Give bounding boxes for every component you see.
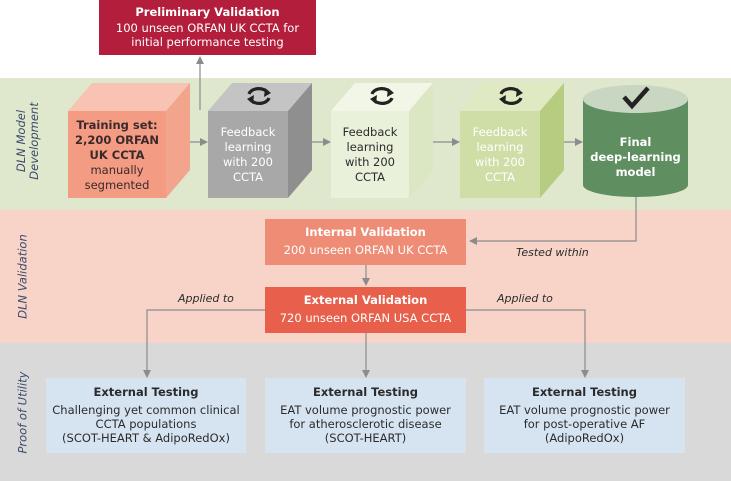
testing-line: EAT volume prognostic power <box>499 403 670 417</box>
tested-within-label: Tested within <box>516 246 589 259</box>
cycle-icon <box>370 87 394 105</box>
testing-line: for post-operative AF <box>523 417 646 431</box>
internal-subtitle: 200 unseen ORFAN UK CCTA <box>283 243 448 257</box>
preliminary-line2: initial performance testing <box>131 35 284 49</box>
preliminary-line1: 100 unseen ORFAN UK CCTA for <box>115 21 300 35</box>
training-cube-text: Training set: 2,200 ORFAN UK CCTA manual… <box>74 118 160 192</box>
external-validation-box: External Validation 720 unseen ORFAN USA… <box>265 287 466 333</box>
cycle-icon <box>499 87 523 105</box>
testing-line: (AdipoRedOx) <box>544 431 625 445</box>
external-testing-box-2: External Testing EAT volume prognostic p… <box>265 378 466 453</box>
feedback-cube-1-text: Feedback learning with 200 CCTA <box>220 125 276 184</box>
external-title: External Validation <box>303 293 428 307</box>
feedback-cube-2-text: Feedback learning with 200 CCTA <box>342 125 398 184</box>
feedback-cube-1 <box>208 83 312 198</box>
testing-title: External Testing <box>532 385 637 399</box>
preliminary-validation-box: Preliminary Validation 100 unseen ORFAN … <box>99 0 316 55</box>
feedback-cube-3 <box>460 83 564 198</box>
check-icon <box>622 86 650 110</box>
feedback-cube-3-text: Feedback learning with 200 CCTA <box>472 125 528 184</box>
testing-line: Challenging yet common clinical <box>52 403 240 417</box>
testing-line: (SCOT-HEART) <box>324 431 407 445</box>
internal-title: Internal Validation <box>305 225 426 239</box>
applied-to-left-label: Applied to <box>178 292 234 305</box>
feedback-cube-2 <box>331 83 433 198</box>
final-model-text: Final deep-learning model <box>590 135 681 179</box>
training-cube <box>68 83 190 198</box>
internal-validation-box: Internal Validation 200 unseen ORFAN UK … <box>265 219 466 265</box>
testing-line: (SCOT-HEART & AdipoRedOx) <box>62 431 230 445</box>
preliminary-title: Preliminary Validation <box>135 5 280 19</box>
testing-line: EAT volume prognostic power <box>280 403 451 417</box>
external-testing-box-1: External Testing Challenging yet common … <box>46 378 246 453</box>
testing-line: CCTA populations <box>95 417 197 431</box>
cycle-icon <box>247 87 271 105</box>
testing-title: External Testing <box>313 385 418 399</box>
applied-to-right-label: Applied to <box>497 292 553 305</box>
external-testing-box-3: External Testing EAT volume prognostic p… <box>484 378 685 453</box>
external-subtitle: 720 unseen ORFAN USA CCTA <box>279 311 452 325</box>
testing-line: for atherosclerotic disease <box>289 417 442 431</box>
testing-title: External Testing <box>93 385 199 399</box>
